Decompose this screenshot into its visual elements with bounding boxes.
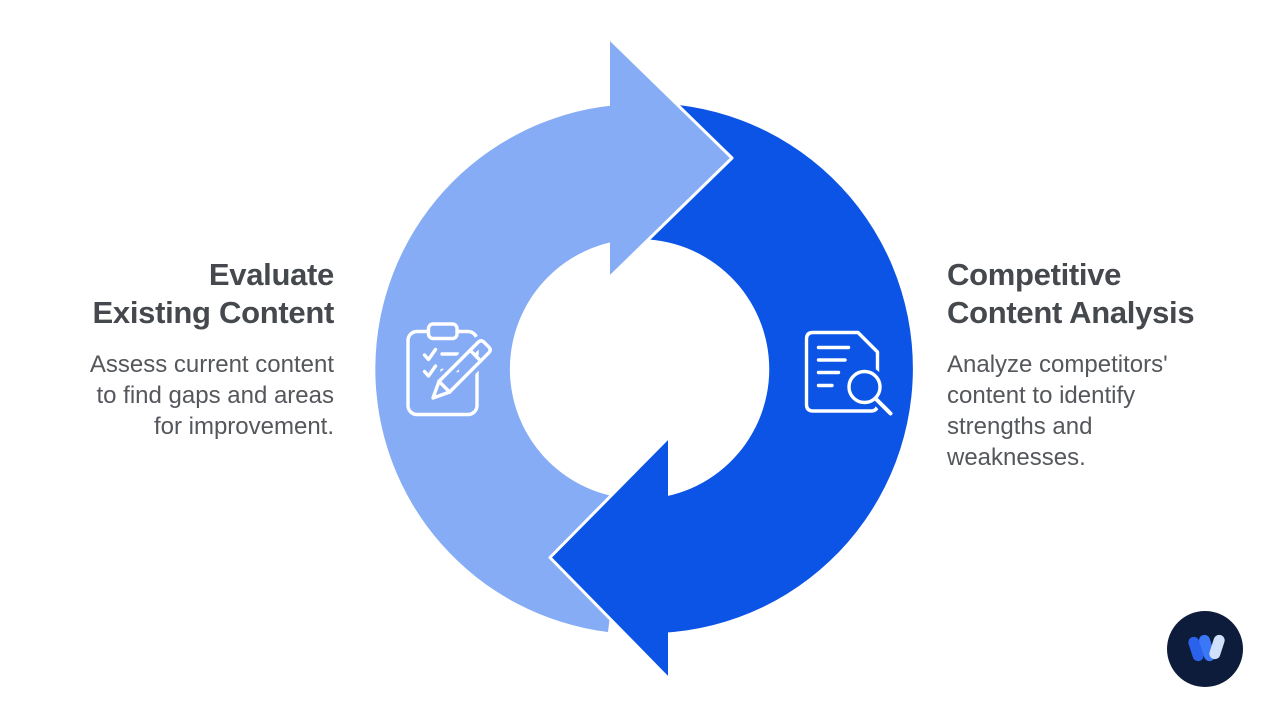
cycle-arrow-dark-head bbox=[548, 436, 670, 680]
step-title: Competitive Content Analysis bbox=[947, 257, 1195, 330]
brand-logo-w-mark bbox=[1167, 611, 1243, 687]
cycle-arrow-light-head bbox=[608, 37, 734, 279]
cycle-arrow-light-shaft bbox=[375, 105, 624, 632]
step-title: Evaluate Existing Content bbox=[92, 257, 335, 330]
document-search-icon bbox=[804, 330, 896, 419]
magnifier-glyph bbox=[843, 366, 896, 419]
step-competitive-content-analysis: Competitive Content Analysis Analyze com… bbox=[947, 256, 1259, 473]
cycle-arrow-dark-shaft bbox=[610, 103, 913, 633]
brand-logo bbox=[1167, 611, 1243, 687]
step-description: Assess current content to find gaps and … bbox=[89, 351, 334, 440]
clipboard-checklist-icon bbox=[406, 322, 496, 417]
step-evaluate-existing-content: Evaluate Existing Content Assess current… bbox=[36, 256, 334, 442]
step-description: Analyze competitors' content to identify… bbox=[947, 351, 1168, 471]
